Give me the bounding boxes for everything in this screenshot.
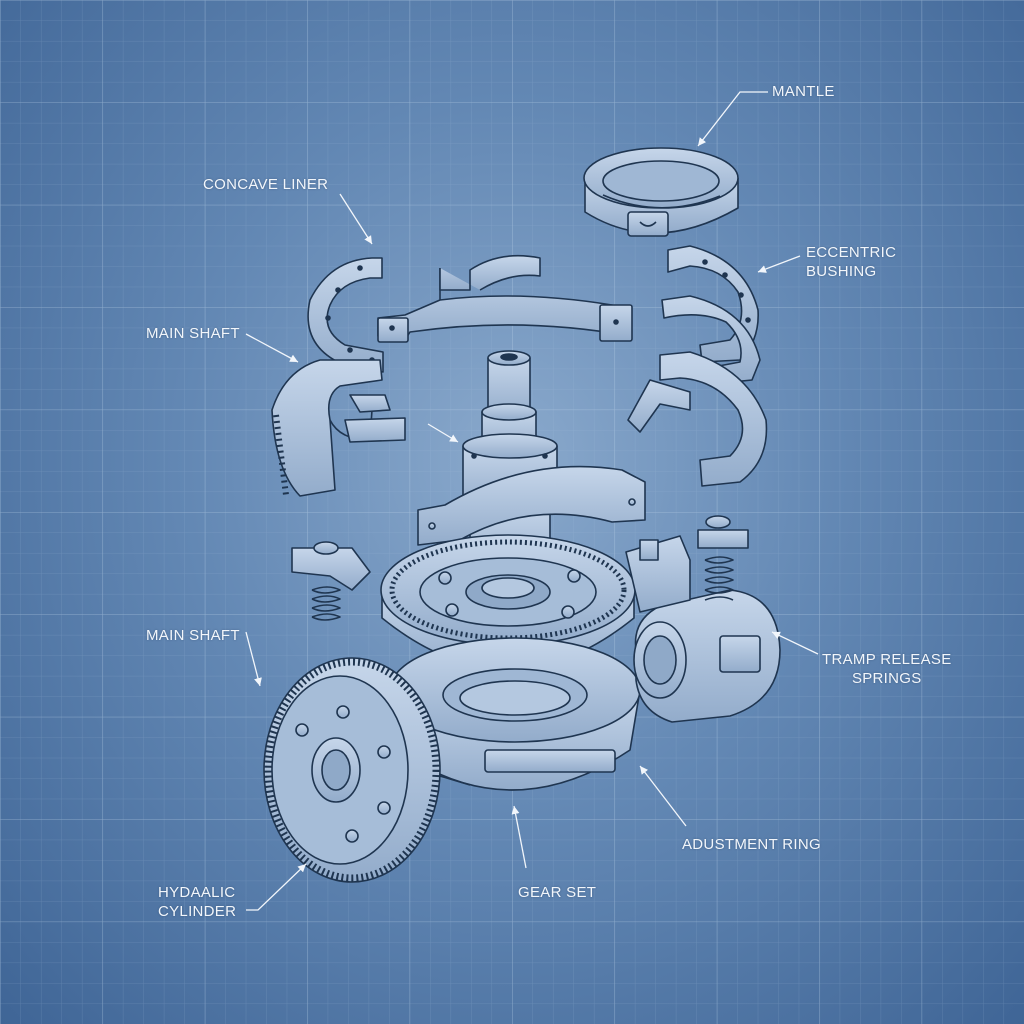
- label-gear-set-text: GEAR SET: [518, 884, 597, 901]
- label-hydraulic-cylinder: HYDAALIC CYLINDER: [158, 883, 236, 921]
- leader-main-shaft-lower: [245, 631, 262, 687]
- label-tramp-line2: SPRINGS: [851, 670, 922, 687]
- label-gear-set: GEAR SET: [518, 883, 596, 902]
- concave-liner-center-segment: [377, 254, 633, 343]
- label-concave-liner: CONCAVE LINER: [203, 175, 328, 194]
- label-mantle-text: MANTLE: [772, 83, 835, 100]
- label-tramp-line1: TRAMP RELEASE: [822, 651, 952, 668]
- leader-concave-liner: [339, 193, 373, 245]
- label-eccentric-line1: ECCENTRIC: [806, 244, 897, 261]
- leader-gear-set: [511, 805, 527, 869]
- leader-main-shaft-center: [427, 423, 459, 443]
- label-adjustment-ring: ADUSTMENT RING: [682, 835, 821, 854]
- label-eccentric-bushing: ECCENTRIC BUSHING: [806, 243, 896, 281]
- leader-adjustment-ring: [639, 765, 687, 827]
- main-shaft-gear-segment: [271, 359, 406, 497]
- leader-hydraulic: [246, 863, 307, 911]
- label-eccentric-line2: BUSHING: [806, 263, 877, 280]
- label-main-shaft-upper: MAIN SHAFT: [146, 324, 240, 343]
- label-hydraulic-line2: CYLINDER: [158, 903, 237, 920]
- label-concave-liner-text: CONCAVE LINER: [203, 176, 329, 193]
- leader-main-shaft-upper: [245, 333, 299, 363]
- concave-liner-left-segment: [307, 257, 384, 373]
- label-main-shaft-upper-text: MAIN SHAFT: [146, 325, 240, 342]
- label-tramp-release-springs: TRAMP RELEASE SPRINGS: [822, 650, 952, 688]
- label-mantle: MANTLE: [772, 82, 835, 101]
- lower-gear-part: [263, 657, 441, 883]
- leader-tramp-release: [771, 631, 819, 655]
- left-spring-bracket: [291, 541, 371, 621]
- label-adjustment-ring-text: ADUSTMENT RING: [682, 836, 821, 853]
- label-main-shaft-lower: MAIN SHAFT: [146, 626, 240, 645]
- label-main-shaft-lower-text: MAIN SHAFT: [146, 627, 240, 644]
- tramp-release-springs-part: [625, 515, 781, 723]
- leader-mantle: [697, 91, 768, 147]
- mantle-part: [583, 147, 739, 237]
- label-hydraulic-line1: HYDAALIC: [158, 884, 236, 901]
- eccentric-bushing-part: [627, 245, 768, 487]
- leader-eccentric-bushing: [757, 255, 801, 273]
- adjustment-ring-part: [389, 637, 641, 791]
- upper-arm-bracket: [417, 465, 646, 546]
